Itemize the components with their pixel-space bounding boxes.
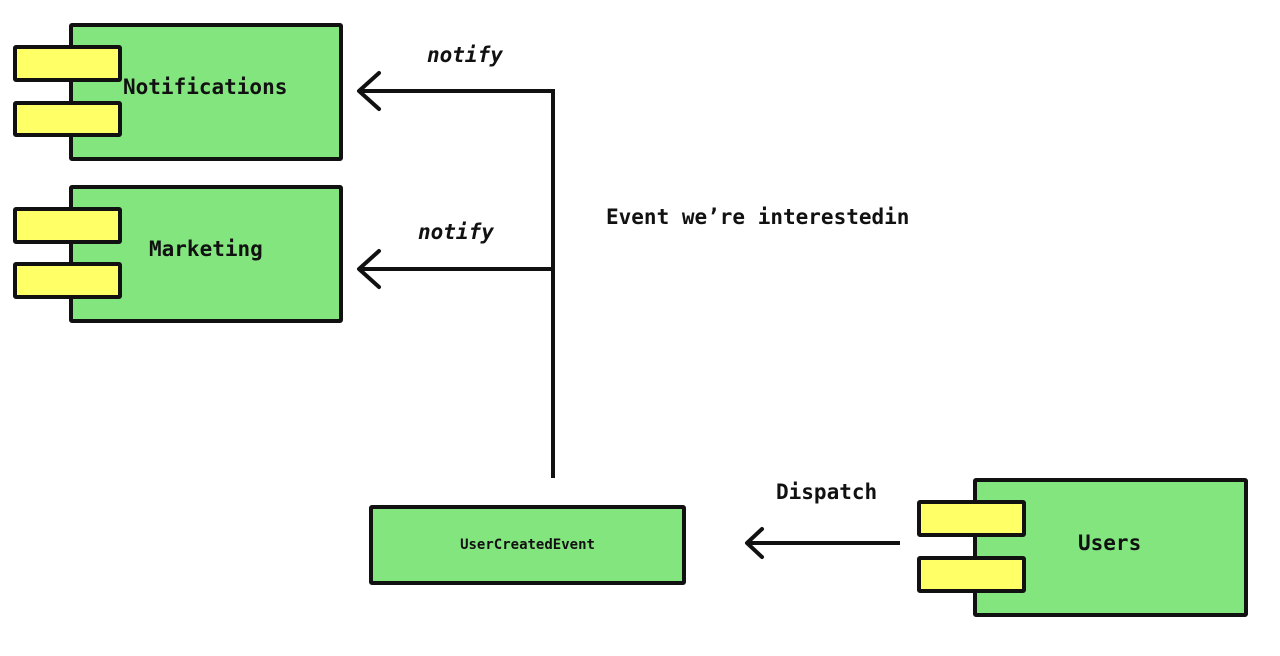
marketing-port-top: [13, 207, 122, 244]
dispatch-arrowhead: [745, 527, 764, 559]
notify-notifications-label: notify: [427, 43, 503, 67]
notifications-component[interactable]: [69, 23, 343, 161]
marketing-port-bottom: [13, 262, 122, 299]
marketing-label: Marketing: [149, 237, 263, 261]
notifications-port-bottom: [13, 101, 122, 137]
dispatch-label: Dispatch: [776, 480, 878, 504]
user-created-event-label: UserCreatedEvent: [460, 537, 595, 553]
event-interest-annotation: Event we’re interestedin: [606, 205, 910, 229]
notifications-port-top: [13, 45, 122, 82]
notifications-label: Notifications: [123, 75, 288, 99]
notify-marketing-arrowhead: [357, 249, 381, 289]
notify-notifications-arrowhead: [357, 71, 381, 111]
users-port-top: [917, 500, 1026, 537]
notify-marketing-label: notify: [418, 220, 494, 244]
users-label: Users: [1078, 531, 1142, 555]
users-port-bottom: [917, 556, 1026, 593]
user-created-event-box[interactable]: UserCreatedEvent: [369, 505, 686, 585]
